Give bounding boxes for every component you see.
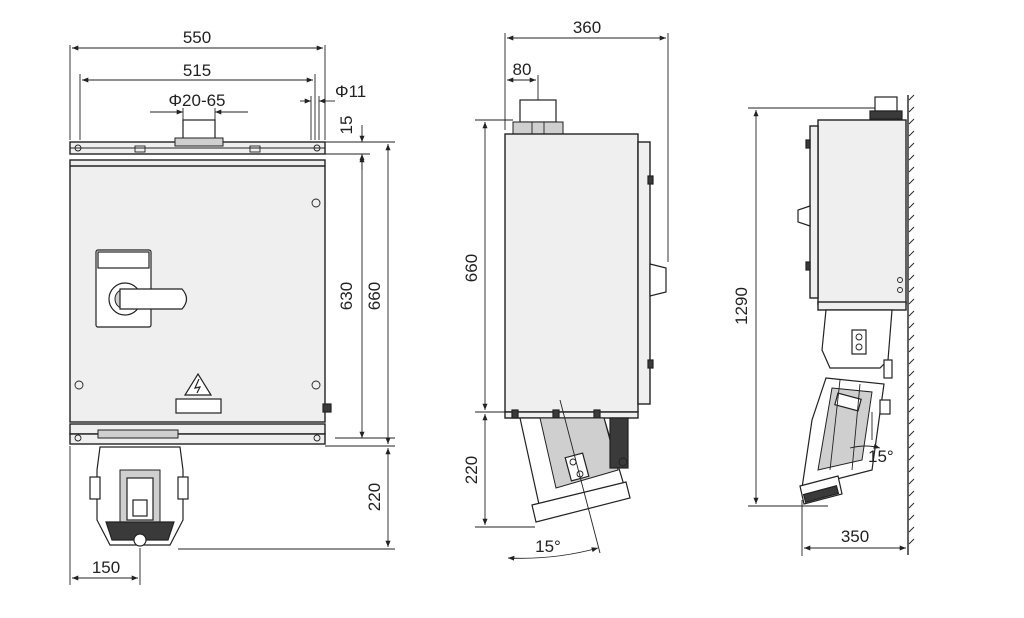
wall-hatching [907,94,915,555]
dim-width-outer: 550 [183,28,211,47]
high-voltage-warning-icon [175,372,222,414]
side-cable-gland [512,99,564,135]
dim-side-depth: 360 [573,18,601,37]
dim-width-mount: 515 [183,61,211,80]
dim-side-socket-height: 220 [462,456,481,484]
mounted-dimensions [748,107,906,556]
dim-side-angle: 15° [535,537,561,556]
dim-mounted-angle: 15° [868,447,894,466]
side-industrial-socket [511,409,631,523]
side-dimensions [475,33,669,561]
front-view: 550 515 Φ20-65 Φ11 15 630 660 220 150 [69,28,395,585]
dim-outer-height: 660 [365,282,384,310]
cable-gland [134,119,261,153]
side-view: 360 80 660 220 15° [462,18,669,561]
dim-projection: 350 [841,527,869,546]
dim-top-flange: 15 [337,116,356,135]
side-switch-knob [649,263,667,297]
dim-total-height: 1290 [732,287,751,325]
industrial-socket [89,429,189,547]
mounted-switch-knob [797,205,811,227]
side-latch [322,403,332,413]
mounted-cable-gland [869,96,903,120]
mounted-enclosure-body [817,119,907,305]
dim-side-height: 660 [462,254,481,282]
mounted-industrial-socket [799,309,893,505]
side-enclosure-body [504,133,639,413]
dim-socket-offset: 150 [92,558,120,577]
front-dimensions [69,45,395,585]
dim-inner-height: 630 [337,282,356,310]
dim-socket-height: 220 [365,483,384,511]
dim-side-gland-offset: 80 [513,60,532,79]
dim-gland-diameter: Φ20-65 [168,91,225,110]
dim-hole-diameter: Φ11 [335,82,366,101]
mounted-view: 1290 350 15° [732,94,915,556]
rotary-switch-handle [95,249,188,328]
